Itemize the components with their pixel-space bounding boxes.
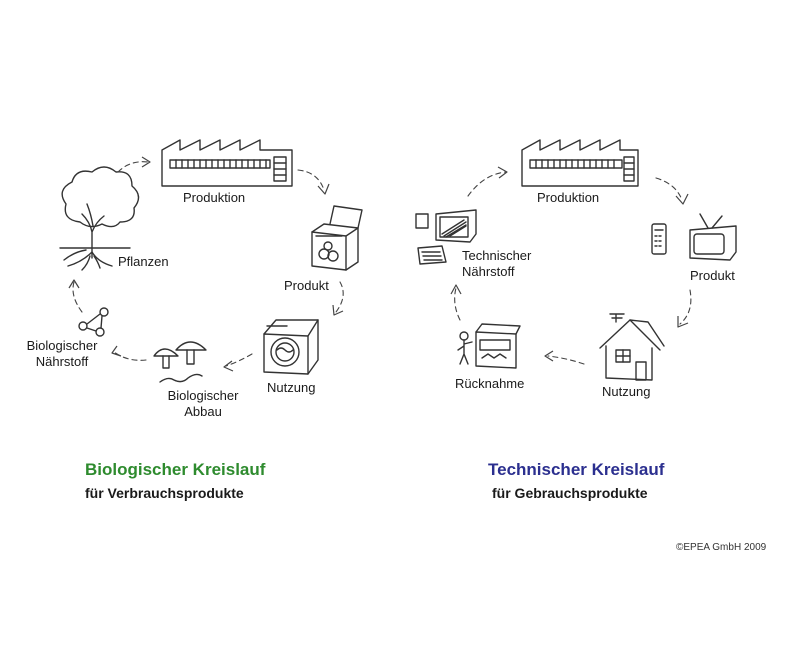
tech-cycle-title: Technischer Kreislauf: [488, 460, 665, 479]
copyright-notice: ©EPEA GmbH 2009: [676, 542, 767, 553]
bio-cycle-arrows: [68, 156, 344, 372]
label-production: Produktion: [537, 190, 600, 205]
washing-machine-icon: [263, 319, 319, 375]
electronics-parts-icon: [415, 209, 477, 265]
label-usage: Nutzung: [602, 384, 651, 399]
label-biological-decomposition: Biologischer Abbau: [167, 388, 239, 419]
factory-icon: [521, 139, 639, 187]
television-phone-icon: [651, 213, 737, 261]
label-technical-nutrient: Technischer Nährstoff: [462, 248, 532, 279]
tech-cycle-subtitle: für Gebrauchsprodukte: [492, 485, 648, 501]
molecule-icon: [78, 307, 109, 337]
bio-cycle-title: Biologischer Kreislauf: [85, 460, 266, 479]
house-icon: [599, 313, 665, 381]
label-plants: Pflanzen: [118, 254, 169, 269]
tree-icon: [59, 166, 140, 271]
factory-icon: [161, 139, 293, 187]
takeback-machine-icon: [457, 323, 521, 369]
tech-cycle-arrows: [450, 166, 692, 365]
label-takeback: Rücknahme: [455, 376, 525, 391]
label-biological-nutrient: Biologischer Nährstoff: [26, 338, 98, 369]
label-production: Produktion: [183, 190, 246, 205]
label-product: Produkt: [284, 278, 329, 293]
package-box-icon: [311, 205, 363, 271]
bio-cycle-subtitle: für Verbrauchsprodukte: [85, 485, 244, 501]
label-product: Produkt: [690, 268, 735, 283]
mushrooms-worm-icon: [153, 341, 207, 383]
label-usage: Nutzung: [267, 380, 316, 395]
